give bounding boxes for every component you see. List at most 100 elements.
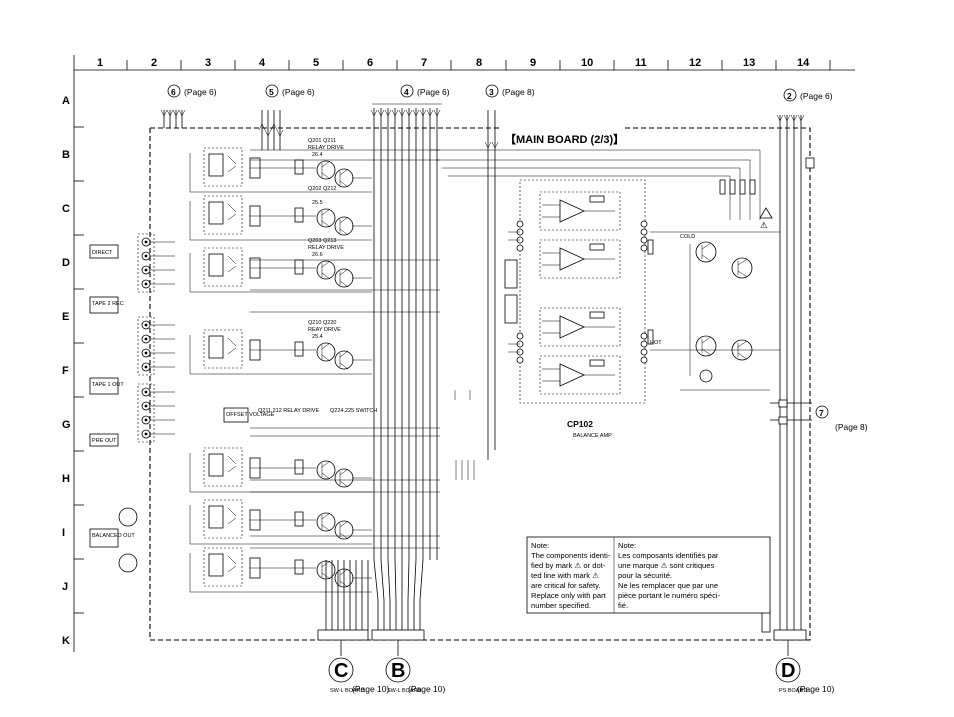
note-fr-line-6: fié. xyxy=(618,601,628,610)
top-connector-5-page: (Page 6) xyxy=(282,87,315,97)
transistor xyxy=(316,512,336,532)
top-connector-6-page: (Page 6) xyxy=(184,87,217,97)
label-hot: HOT xyxy=(650,340,662,346)
grid-column-label: 1 xyxy=(97,57,103,69)
relay-voltage: 25.4 xyxy=(312,334,323,340)
note-fr-line-5: pièce portant le numéro spéci- xyxy=(618,591,721,600)
rca-jack-pin xyxy=(144,365,148,369)
opamp xyxy=(559,363,585,387)
bottom-connector-c: C SW-L BOARD (Page 10) xyxy=(317,629,389,694)
rca-jack-pin xyxy=(144,268,148,272)
relay-ref: Q201 Q211 xyxy=(308,138,336,144)
board-title: 【MAIN BOARD (2/3)】 xyxy=(505,133,624,146)
side-connector-7-page: (Page 8) xyxy=(835,422,868,432)
left-jacks: DIRECT TAPE 2 REC TAPE 1 OUT PRE OUT BAL… xyxy=(89,233,175,573)
transistor-symbol xyxy=(339,468,349,488)
transistor xyxy=(316,342,336,362)
relay-coil xyxy=(208,253,224,277)
signal-wire xyxy=(436,159,751,220)
note-box: Note: The components identi- fied by mar… xyxy=(526,536,771,614)
bottom-connector-d-board: PS BOARD xyxy=(779,688,807,694)
note-en-line-6: number specified. xyxy=(531,601,591,610)
transistor xyxy=(316,160,336,180)
transistor-symbol xyxy=(321,160,331,180)
capacitor xyxy=(729,179,736,195)
relay-caption-right: Q224.225 SWITCH xyxy=(330,408,377,414)
warn-mark: ⚠ xyxy=(760,220,768,230)
label-pre-out: PRE OUT xyxy=(92,438,117,444)
relay-wire xyxy=(189,253,372,293)
grid-row-label: H xyxy=(62,473,70,485)
relay-caption-left: Q211.212 RELAY DRIVE xyxy=(258,408,319,414)
cp102-label: CP102 xyxy=(567,419,593,429)
relay-ref: Q203 Q213 xyxy=(308,238,336,244)
relay-voltage: 26.4 xyxy=(312,152,323,158)
note-en-line-4: are critical for safety. xyxy=(531,581,601,590)
led xyxy=(699,369,713,383)
power-wire xyxy=(650,231,780,391)
top-connector-6: 6 (Page 6) xyxy=(160,84,217,128)
relay-coil xyxy=(208,553,224,577)
bus-arrow xyxy=(426,109,434,117)
relay-ref: Q202 Q212 xyxy=(308,186,336,192)
bottom-connector-b-board: SW-L BOARD xyxy=(387,688,422,694)
label-tape2: TAPE 2 REC xyxy=(92,301,124,307)
grid-column-label: 7 xyxy=(421,57,427,69)
relay-contact xyxy=(227,203,237,221)
relay-block xyxy=(189,195,372,241)
relay-contact xyxy=(227,507,237,525)
label-tape1: TAPE 1 OUT xyxy=(92,382,124,388)
label-cold: COLD xyxy=(680,234,695,240)
note-en-line-3: ted line with mark ⚠ xyxy=(531,571,599,580)
relay-wire xyxy=(250,167,372,179)
rca-jack-pin xyxy=(144,282,148,286)
side-connector-7: 7 (Page 8) xyxy=(770,399,868,432)
grid-row-label: G xyxy=(62,419,71,431)
relay-block xyxy=(189,147,372,193)
diode xyxy=(294,341,304,357)
bus-wire xyxy=(419,559,424,630)
cp-pin xyxy=(640,228,648,236)
bus-wire xyxy=(413,559,417,630)
bus-wire xyxy=(373,559,379,630)
relay-coil xyxy=(208,505,224,529)
rca-jack-pin xyxy=(144,432,148,436)
relay-voltage: 25.5 xyxy=(312,200,323,206)
diode xyxy=(294,259,304,275)
grid-row-label: C xyxy=(62,203,70,215)
note-fr-line-4: Ne les remplacer que par une xyxy=(618,581,718,590)
relay-coil xyxy=(208,201,224,225)
opamp-group xyxy=(539,239,621,279)
offset-voltage-label: OFFSET VOLTAGE xyxy=(226,412,275,418)
relay-wire xyxy=(189,553,372,593)
relay-wire xyxy=(189,153,372,193)
signal-wire xyxy=(442,167,741,220)
transistor-symbol xyxy=(339,216,349,236)
transistor-symbol xyxy=(321,460,331,480)
grid-row-label: B xyxy=(62,149,70,161)
capacitor xyxy=(749,179,756,195)
rca-jack-pin xyxy=(144,337,148,341)
transistor xyxy=(316,260,336,280)
relay-outline xyxy=(203,247,243,287)
power-transistor xyxy=(695,241,717,263)
cp-pin xyxy=(640,348,648,356)
transistor-symbol xyxy=(321,342,331,362)
relay-block xyxy=(189,547,372,593)
top-connector-5-num: 5 xyxy=(269,87,274,97)
relay-wire xyxy=(250,349,372,361)
jack-group xyxy=(137,383,155,443)
top-connector-3-num: 3 xyxy=(489,87,494,97)
opamp-group xyxy=(539,191,621,231)
cp-pin xyxy=(516,244,524,252)
rca-jack-pin xyxy=(144,323,148,327)
relay-wire xyxy=(250,267,372,279)
relay-outline xyxy=(203,195,243,235)
cp-pin xyxy=(640,220,648,228)
cp-pin xyxy=(640,356,648,364)
power-transistor xyxy=(731,257,753,279)
relay-contact xyxy=(227,455,237,473)
relay-block xyxy=(189,447,372,493)
